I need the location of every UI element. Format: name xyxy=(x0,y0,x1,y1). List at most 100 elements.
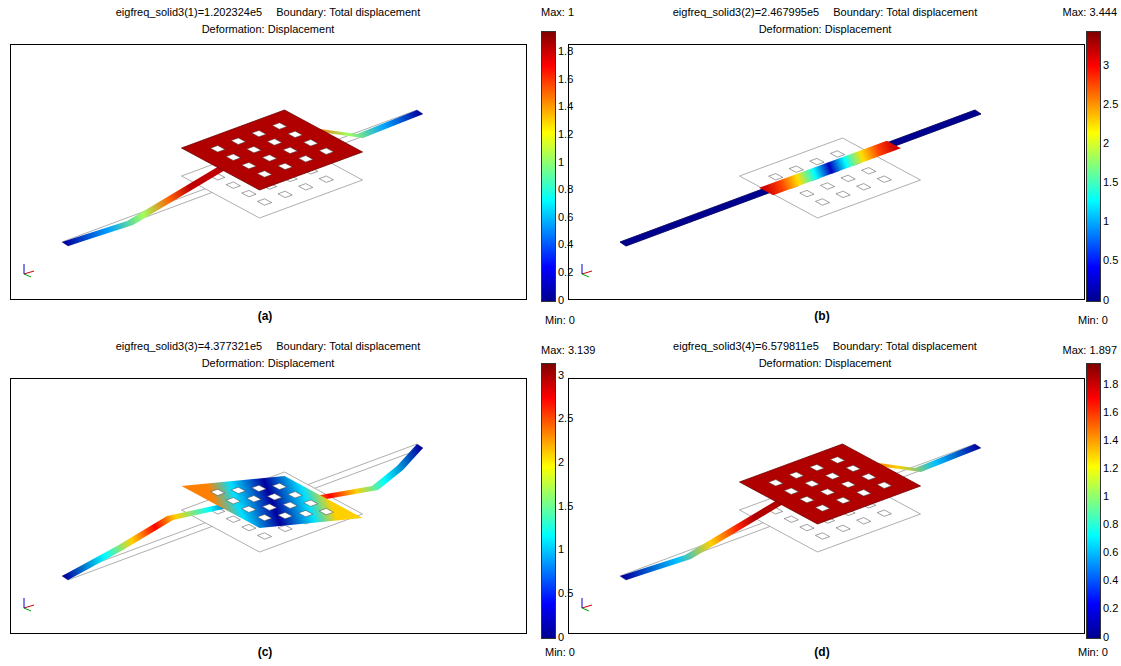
plate-hole xyxy=(226,516,240,522)
deformed-beam xyxy=(620,444,981,580)
min-value: Min: 0 xyxy=(545,646,575,659)
plate-hole xyxy=(805,480,819,486)
axis-y xyxy=(24,274,31,277)
plate-hole xyxy=(299,184,313,190)
plate-hole xyxy=(231,487,245,493)
plate-hole xyxy=(830,457,844,463)
boundary-title: Boundary: Total displacement xyxy=(833,340,977,353)
deformation-title: Deformation: Displacement xyxy=(202,23,335,36)
max-value: Max: 1.897 xyxy=(1063,344,1117,357)
plate-hole xyxy=(820,183,834,189)
undeformed-plate xyxy=(740,138,921,218)
plate-hole xyxy=(278,525,292,531)
plate-hole xyxy=(815,533,829,539)
color-bar xyxy=(541,363,556,639)
plot-frame xyxy=(11,45,527,300)
plate-hole xyxy=(257,199,271,205)
colorbar-tick: 0 xyxy=(558,294,564,307)
color-bar xyxy=(1086,363,1101,639)
deformed-plate xyxy=(740,444,921,524)
plate-hole xyxy=(247,146,261,152)
axis-z xyxy=(582,598,583,608)
colorbar-tick: 2 xyxy=(1103,137,1109,150)
colorbar-tick: 1 xyxy=(558,543,564,556)
plate-hole xyxy=(820,489,834,495)
plate-hole xyxy=(830,151,844,157)
plate-hole xyxy=(815,505,829,511)
plate-hole xyxy=(769,480,783,486)
colorbar-tick: 1.4 xyxy=(1103,434,1118,447)
panel-letter: (b) xyxy=(814,310,829,323)
plate-hole xyxy=(784,488,798,494)
plate-hole xyxy=(800,190,814,196)
plate-hole xyxy=(862,168,876,174)
plate-hole xyxy=(304,140,318,146)
colorbar-tick: 1.5 xyxy=(1103,176,1118,189)
plate-hole xyxy=(242,524,256,530)
axis-z xyxy=(24,264,25,274)
colorbar-tick: 1.6 xyxy=(558,73,573,86)
plate-hole xyxy=(288,492,302,498)
plate-hole xyxy=(862,474,876,480)
min-value: Min: 0 xyxy=(545,314,575,327)
plate-hole xyxy=(841,481,855,487)
deformed-beam xyxy=(62,110,423,246)
colorbar-tick: 1.8 xyxy=(558,45,573,58)
plate-hole xyxy=(278,163,292,169)
deformation-title: Deformation: Displacement xyxy=(202,357,335,370)
plate-hole xyxy=(278,512,292,518)
plate-hole xyxy=(257,514,271,520)
deformed-plate xyxy=(759,141,901,196)
deformation-title: Deformation: Displacement xyxy=(759,23,892,36)
mode-shape-plot xyxy=(10,378,527,634)
colorbar-tick: 3 xyxy=(558,369,564,382)
max-value: Max: 1 xyxy=(541,6,574,19)
mode-shape-plot xyxy=(10,44,527,300)
deformed-beam xyxy=(620,110,981,246)
colorbar-tick: 0.6 xyxy=(558,211,573,224)
mode-shape-plot xyxy=(568,44,1085,300)
plate-hole xyxy=(877,176,891,182)
plate-hole xyxy=(226,498,240,504)
boundary-title: Boundary: Total displacement xyxy=(276,6,420,19)
plate-hole xyxy=(231,138,245,144)
plate-hole xyxy=(299,156,313,162)
plate-hole xyxy=(825,473,839,479)
axis-x xyxy=(582,605,592,608)
plate-hole xyxy=(278,191,292,197)
plate-hole xyxy=(319,508,333,514)
axis-z xyxy=(24,598,25,608)
axis-z xyxy=(582,264,583,274)
axis-y xyxy=(24,608,31,611)
colorbar-tick: 2 xyxy=(558,456,564,469)
plate-hole xyxy=(288,131,302,137)
plate-hole xyxy=(877,482,891,488)
axis-y xyxy=(582,274,589,277)
plate-hole xyxy=(846,465,860,471)
min-value: Min: 0 xyxy=(1078,646,1108,659)
plate-hole xyxy=(211,489,225,495)
plate-hole xyxy=(810,464,824,470)
colorbar-tick: 1.6 xyxy=(1103,406,1118,419)
color-bar xyxy=(1086,31,1101,302)
axis-y xyxy=(582,608,589,611)
plate-hole xyxy=(257,171,271,177)
colorbar-tick: 0 xyxy=(558,631,564,644)
colorbar-tick: 0.5 xyxy=(558,587,573,600)
plate-hole xyxy=(769,174,783,180)
plate-hole xyxy=(784,516,798,522)
eigenfrequency-title: eigfreq_solid3(1)=1.202324e5 xyxy=(116,6,262,19)
plate-hole xyxy=(877,510,891,516)
colorbar-tick: 0.5 xyxy=(1103,254,1118,267)
plate-hole xyxy=(857,490,871,496)
undeformed-beam xyxy=(620,110,981,246)
plate-hole xyxy=(252,485,266,491)
plot-frame xyxy=(569,379,1085,634)
plate-hole xyxy=(283,147,297,153)
deformation-title: Deformation: Displacement xyxy=(759,357,892,370)
colorbar-tick: 1.2 xyxy=(1103,462,1118,475)
plate-hole xyxy=(252,130,266,136)
plate-hole xyxy=(836,525,850,531)
colorbar-tick: 1.8 xyxy=(1103,378,1118,391)
boundary-title: Boundary: Total displacement xyxy=(276,340,420,353)
